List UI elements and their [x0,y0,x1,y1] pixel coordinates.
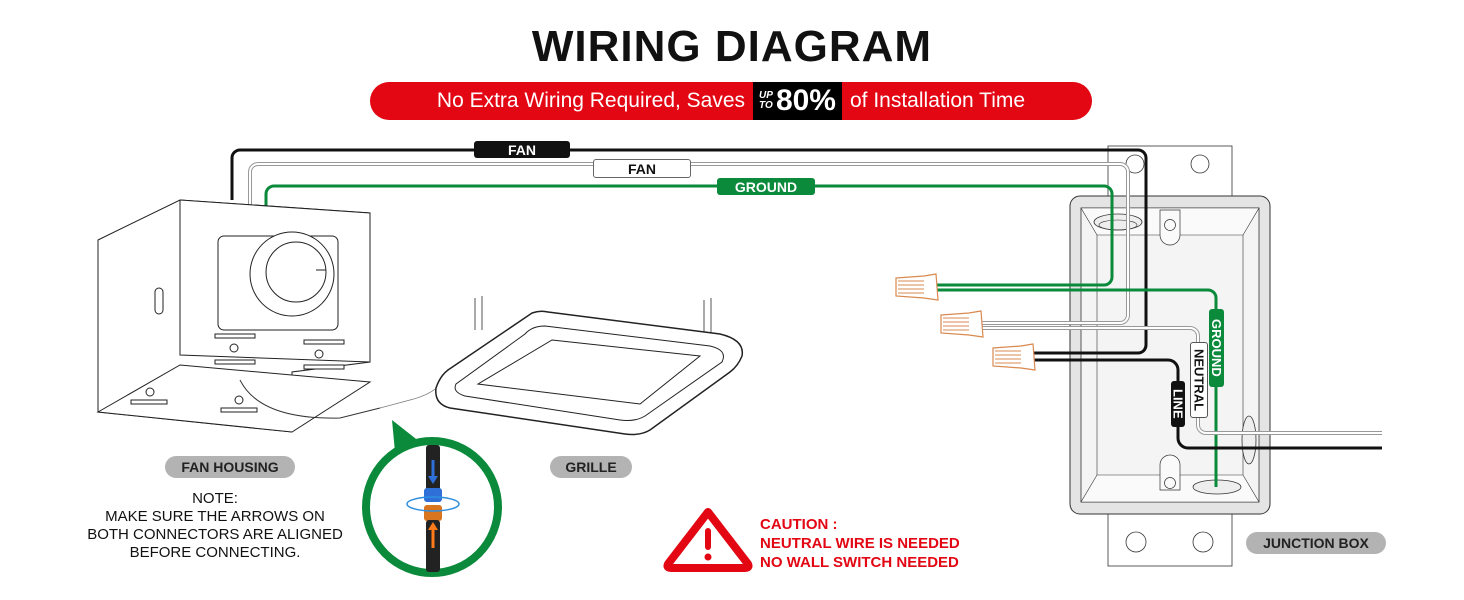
line-label: LINE [1171,381,1186,427]
fan-black-label: FAN [474,141,570,158]
wire-nut-neutral [940,310,984,338]
neutral-label: NEUTRAL [1190,342,1208,418]
ground-label: GROUND [717,178,815,195]
note-heading: NOTE: [192,490,238,507]
caution-text: CAUTION : NEUTRAL WIRE IS NEEDED NO WALL… [760,516,960,571]
ground-box-label: GROUND [1209,309,1224,387]
fan-white-label: FAN [593,159,691,178]
banner-suffix: of Installation Time [849,89,1026,112]
fan-ground-wire [264,184,1114,287]
grille-label: GRILLE [550,456,632,478]
caution-heading: CAUTION : [760,516,838,533]
warning-triangle-icon [663,508,753,572]
page-title: WIRING DIAGRAM [531,22,933,71]
wire-nut-line [992,343,1036,371]
connector-callout [362,420,502,577]
junction-box [1069,195,1271,515]
savings-highlight: UP TO 80% [753,82,842,120]
fan-black-wire [230,148,1148,355]
junction-box-label: JUNCTION BOX [1246,532,1386,554]
banner-prefix: No Extra Wiring Required, Saves [436,89,746,112]
fan-housing-drawing [96,199,441,433]
savings-percent: 80% [775,84,836,117]
connector-note: NOTE: MAKE SURE THE ARROWS ON BOTH CONNE… [60,490,370,562]
fan-white-wire [248,162,1130,325]
wire-nut-ground [895,273,939,301]
upto-label: UP TO [759,90,773,111]
grille-drawing [435,296,744,436]
fan-housing-label: FAN HOUSING [165,456,295,478]
time-savings-banner: No Extra Wiring Required, Saves UP TO 80… [370,82,1092,120]
house-ground-wire [935,288,1218,487]
